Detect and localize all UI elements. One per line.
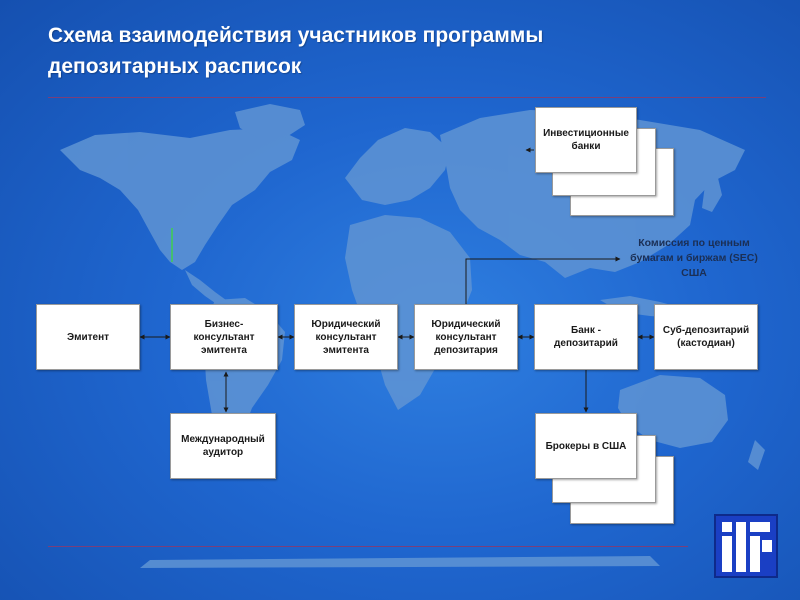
slide-title: Схема взаимодействия участников программ… xyxy=(48,20,748,82)
antarctica-shape xyxy=(140,556,660,568)
node-sub-depositary: Суб-депозитарий (кастодиан) xyxy=(654,304,758,370)
node-international-auditor: Международный аудитор xyxy=(170,413,276,479)
central-america-shape xyxy=(185,270,226,305)
bottom-divider xyxy=(48,546,688,547)
node-business-consultant: Бизнес-консультант эмитента xyxy=(170,304,278,370)
connector-to-sec xyxy=(465,256,621,304)
node-legal-consultant-emitent: Юридический консультант эмитента xyxy=(294,304,398,370)
europe-shape xyxy=(345,128,450,205)
node-emitent-label: Эмитент xyxy=(66,331,110,343)
japan-shape xyxy=(702,178,722,212)
node-sec: Комиссия по ценным бумагам и биржам (SEC… xyxy=(630,237,758,279)
node-bank-depositary: Банк - депозитарий xyxy=(534,304,638,370)
node-legal-consultant-emitent-label: Юридический консультант эмитента xyxy=(311,318,381,356)
north-america-shape xyxy=(60,128,300,270)
greenland-shape xyxy=(235,104,305,138)
slide-title-line2: депозитарных расписок xyxy=(48,55,302,78)
africa-shape xyxy=(345,215,472,410)
australia-shape xyxy=(618,375,728,448)
title-divider xyxy=(48,97,766,98)
node-legal-consultant-depositary: Юридический консультант депозитария xyxy=(414,304,518,370)
node-business-consultant-label: Бизнес-консультант эмитента xyxy=(193,318,255,356)
node-investment-banks-label: Инвестиционные банки xyxy=(543,128,629,152)
node-sub-depositary-label: Суб-депозитарий (кастодиан) xyxy=(662,325,750,349)
node-legal-consultant-depositary-label: Юридический консультант депозитария xyxy=(431,318,501,356)
slide-title-line1: Схема взаимодействия участников программ… xyxy=(48,24,544,47)
new-zealand-shape xyxy=(748,440,765,470)
node-brokers-usa-label: Брокеры в США xyxy=(545,440,627,452)
node-brokers-usa: Брокеры в США xyxy=(535,413,637,479)
node-investment-banks: Инвестиционные банки xyxy=(535,107,637,173)
node-bank-depositary-label: Банк - депозитарий xyxy=(554,325,618,349)
node-international-auditor-label: Международный аудитор xyxy=(181,434,265,458)
node-emitent: Эмитент xyxy=(36,304,140,370)
company-logo xyxy=(714,514,778,578)
